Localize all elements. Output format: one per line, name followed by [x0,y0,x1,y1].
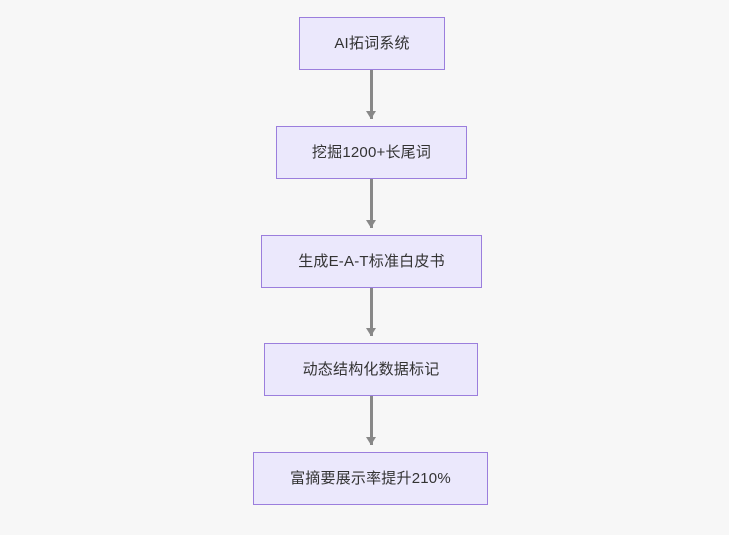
flow-edge-n2-n3 [370,179,373,228]
flow-node-label: 动态结构化数据标记 [302,361,440,378]
arrow-down-icon [366,111,376,119]
flow-node-mine-longtail-keywords[interactable]: 挖掘1200+长尾词 [276,126,467,179]
flow-node-label: 生成E-A-T标准白皮书 [298,253,445,270]
flow-node-label: 挖掘1200+长尾词 [311,144,432,161]
arrow-down-icon [366,437,376,445]
flow-node-ai-keyword-system[interactable]: AI拓词系统 [299,17,445,70]
flow-node-generate-eat-whitepaper[interactable]: 生成E-A-T标准白皮书 [261,235,482,288]
flow-edge-n4-n5 [370,396,373,445]
flow-edge-n1-n2 [370,70,373,119]
flow-edge-n3-n4 [370,288,373,336]
flow-node-dynamic-structured-data-markup[interactable]: 动态结构化数据标记 [264,343,478,396]
flow-node-rich-snippet-impression-uplift[interactable]: 富摘要展示率提升210% [253,452,488,505]
arrow-down-icon [366,328,376,336]
flow-node-label: 富摘要展示率提升210% [290,470,451,487]
flow-node-label: AI拓词系统 [334,35,410,52]
arrow-down-icon [366,220,376,228]
